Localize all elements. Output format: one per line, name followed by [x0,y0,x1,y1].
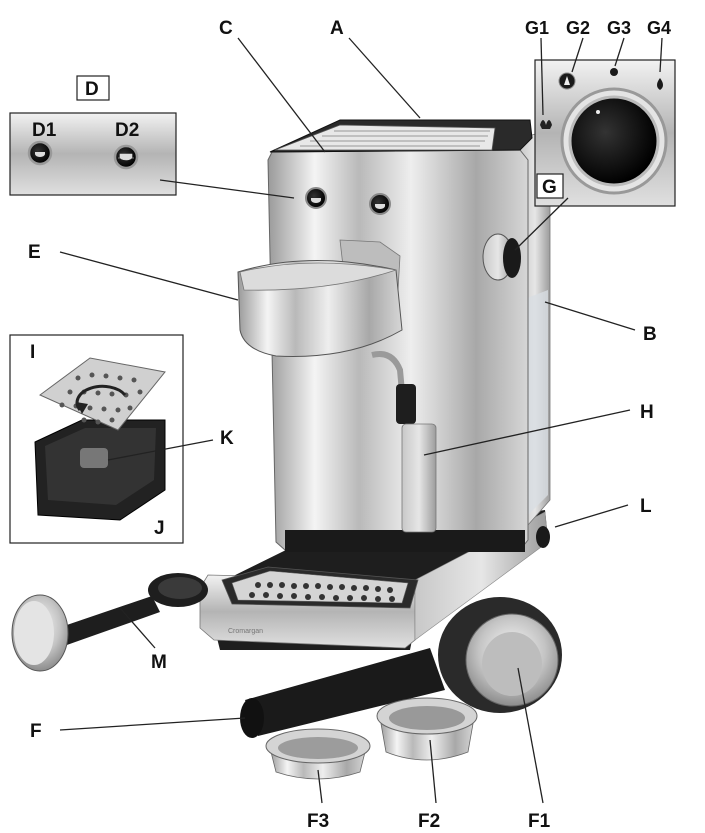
brand-text: Cromargan [228,628,263,635]
steam-wand-grip [396,384,416,424]
drip-grid-i [39,357,166,431]
label-m: M [151,652,167,673]
label-l: L [640,496,652,517]
single-cup-icon [35,152,45,157]
callout-labels: A C G1 G2 G3 G4 E B H K L M F F3 F2 F1 [28,18,671,832]
g2-symbol [564,76,570,85]
inset-d-group: D D1 D2 [9,75,177,196]
cup-icon-d2 [375,204,385,209]
cup-icon-d1 [311,198,321,203]
g3-dot [610,68,618,76]
label-g1: G1 [525,18,549,38]
basket-f2-inside [389,706,465,730]
g1-icon [540,120,552,129]
drip-grid-holes [249,582,395,602]
power-switch-l[interactable] [536,526,550,548]
inset-g-group: G [534,59,676,207]
tamper-handle [58,596,160,646]
steam-wand-pipe [371,351,405,393]
side-knob-cap [503,238,521,278]
cup-warmer-ridges [300,130,490,147]
label-b: B [643,324,657,345]
label-c: C [219,18,233,39]
tamper-scoop-inner [158,577,202,599]
label-i: I [30,342,35,363]
label-f2: F2 [418,811,440,832]
label-d2: D2 [115,120,139,141]
label-j: J [154,518,165,539]
label-e: E [28,242,41,263]
label-g3: G3 [607,18,631,38]
inset-ijk-group: I J [9,334,184,544]
portafilter-f [240,597,562,738]
portafilter-handle-end [240,698,264,738]
leader-lines [59,37,663,804]
label-g2: G2 [566,18,590,38]
inset-ijk-frame [9,334,184,544]
front-dark-base [285,530,525,552]
rotation-arrowhead [76,402,88,414]
double-cup-icon [118,153,134,161]
label-f3: F3 [307,811,329,832]
label-g: G [542,177,557,198]
portafilter-handle [245,648,445,736]
label-g4: G4 [647,18,671,38]
tamper-m [11,573,208,672]
inset-g-label-box [536,173,564,199]
g4-drop-icon [657,78,663,90]
label-d1: D1 [32,120,57,141]
machine-body-group: Cromargan [199,119,551,650]
selector-dial[interactable] [568,95,660,187]
label-h: H [640,402,654,423]
inset-d-label-box [76,75,110,101]
filter-baskets [265,697,478,780]
portafilter-basket-inner [482,632,542,696]
tamper-head-face [14,601,54,665]
label-f: F [30,721,42,742]
label-a: A [330,18,344,39]
steam-wand-tip [401,423,437,533]
basket-f3-inside [278,737,358,759]
label-d: D [85,79,99,100]
label-k: K [220,428,234,449]
dial-indicator [596,110,600,114]
float-k [80,448,108,468]
label-f1: F1 [528,811,551,832]
portafilter-holder-top [239,262,397,291]
